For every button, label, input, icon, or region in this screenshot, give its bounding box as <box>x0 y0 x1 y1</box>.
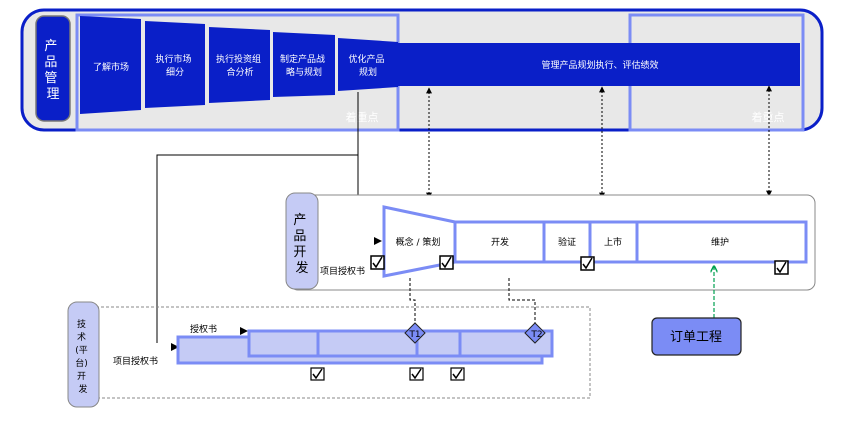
project-authorization-label: 项目授权书 <box>320 265 365 277</box>
product-development-label: 产 品 开 发 <box>293 213 310 276</box>
svg-text:T1: T1 <box>408 330 420 340</box>
funnel-step-4-label: 制定产品战 略与规划 <box>280 53 328 78</box>
stage-concept-label: 概念 / 策划 <box>396 236 441 248</box>
checkbox-icon <box>439 255 454 270</box>
checkbox-icon <box>774 260 789 275</box>
arrow-icon <box>171 343 179 351</box>
focus-label-1: 着重点 <box>346 110 379 124</box>
stage-develop-label: 开发 <box>491 236 509 248</box>
tech-platform-label: 技 术 (平 台) 开 发 <box>75 318 90 395</box>
checkbox-icon <box>580 256 595 271</box>
svg-text:T2: T2 <box>530 330 542 340</box>
dotted-connectors <box>426 85 772 199</box>
funnel-step-2-label: 执行市场 细分 <box>156 53 195 78</box>
execution-band-label: 管理产品规划执行、评估绩效 <box>541 59 658 71</box>
funnel-step-3 <box>209 27 270 103</box>
stage-maintain-label: 维护 <box>711 236 729 248</box>
funnel-step-2 <box>145 21 205 108</box>
gate-t1: T1 <box>404 322 426 344</box>
stage-launch-label: 上市 <box>604 236 622 248</box>
product-management-panel: 产 品 管 理 管理产品规划执行、评估绩效 了解市场 执行市场 细分 执行投资组… <box>20 8 824 132</box>
checkbox-icon <box>310 367 325 381</box>
focus-label-2: 着重点 <box>752 110 785 124</box>
gate-t2: T2 <box>524 322 546 344</box>
platform-bar-upper <box>247 329 554 358</box>
funnel-step-4 <box>273 32 335 97</box>
stage-verify-label: 验证 <box>558 236 576 248</box>
checkbox-icon <box>409 367 424 381</box>
funnel-step-1-label: 了解市场 <box>93 61 129 73</box>
product-management-label-box <box>35 15 71 122</box>
funnel-step-3-label: 执行投资组 合分析 <box>216 53 264 78</box>
funnel-step-5-label: 优化产品 规划 <box>349 53 388 78</box>
arrow-icon <box>374 237 382 245</box>
tech-platform-label-box <box>67 301 100 408</box>
checkbox-icon <box>370 255 385 270</box>
gate-connectors <box>409 278 536 324</box>
arrow-icon <box>240 327 248 335</box>
project-authorization-label: 项目授权书 <box>113 355 158 367</box>
product-development-label-box <box>285 192 319 290</box>
checkbox-icon <box>450 367 465 381</box>
stage-bar <box>453 220 808 264</box>
order-engineering-box: 订单工程 <box>651 317 742 356</box>
funnel-step-1 <box>80 16 141 114</box>
product-development-panel: 产 品 开 发 项目授权书 概念 / 策划 开发 验证 上市 维护 <box>285 192 816 291</box>
order-engineering-label: 订单工程 <box>670 330 722 345</box>
funnel-step-5 <box>338 38 398 91</box>
tech-platform-panel: 技 术 (平 台) 开 发 授权书 项目授权书 T1 T2 <box>67 301 591 408</box>
product-management-label: 产 品 管 理 <box>44 39 61 102</box>
execution-band <box>398 43 800 86</box>
authorization-label: 授权书 <box>190 323 217 335</box>
